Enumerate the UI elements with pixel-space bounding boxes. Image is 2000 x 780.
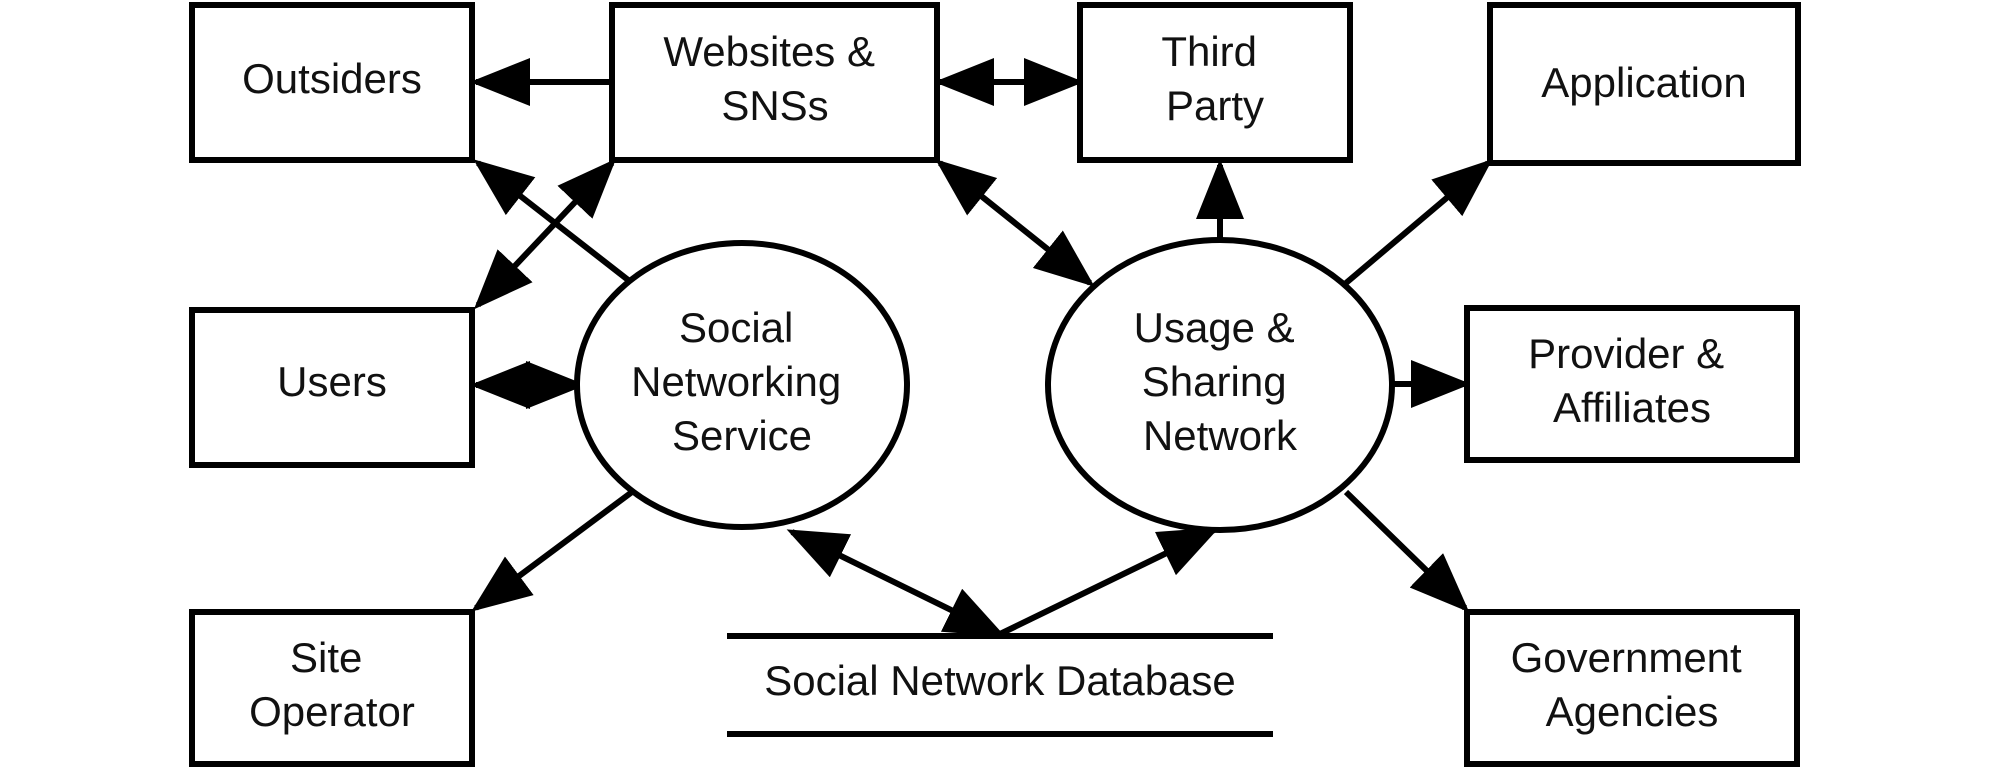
node-social-network-database: Social Network Database	[727, 633, 1273, 737]
edge-websites-to-usage	[935, 159, 1095, 287]
node-outsiders: Outsiders	[189, 2, 475, 163]
node-label: Websites & SNSs	[663, 28, 886, 129]
node-label: Outsiders	[242, 55, 422, 102]
node-site-operator: Site Operator	[189, 609, 475, 767]
node-users: Users	[189, 307, 475, 468]
edge-database-to-sns	[786, 529, 1006, 637]
node-label: Users	[277, 358, 387, 405]
node-label: Usage & Sharing Network	[1134, 304, 1307, 459]
edge-usage-to-application	[1344, 159, 1493, 286]
edge-sns-to-site-operator	[471, 489, 634, 612]
edges-layer	[470, 58, 1493, 637]
node-label: Social Networking Service	[631, 304, 853, 459]
node-label: Site Operator	[249, 634, 415, 735]
edge-users-to-websites	[473, 158, 617, 310]
node-social-networking-service: Social Networking Service	[574, 240, 910, 530]
edge-database-to-usage	[998, 527, 1220, 637]
node-application: Application	[1487, 2, 1801, 166]
node-government-agencies: Government Agencies	[1464, 609, 1800, 767]
node-label: Government Agencies	[1511, 634, 1754, 735]
node-websites-snss: Websites & SNSs	[609, 2, 940, 163]
node-label: Application	[1541, 59, 1746, 106]
node-third-party: Third Party	[1077, 2, 1353, 163]
node-label: Third Party	[1161, 28, 1268, 129]
node-label: Provider & Affiliates	[1528, 330, 1736, 431]
edge-usage-to-government	[1343, 489, 1470, 613]
node-label: Social Network Database	[764, 657, 1236, 704]
node-provider-affiliates: Provider & Affiliates	[1464, 305, 1800, 463]
node-usage-sharing-network: Usage & Sharing Network	[1045, 237, 1395, 533]
